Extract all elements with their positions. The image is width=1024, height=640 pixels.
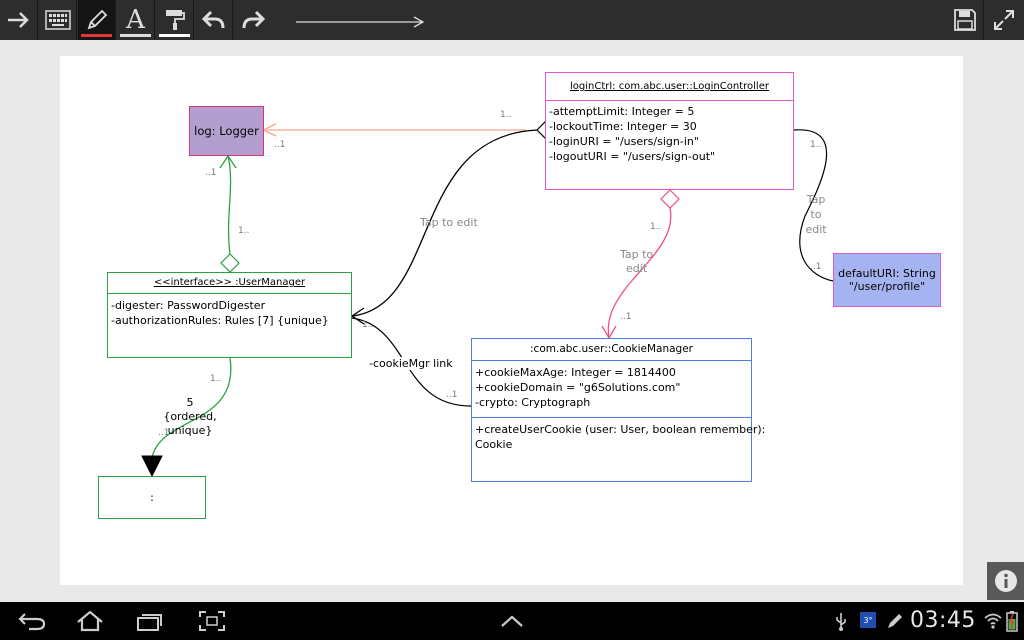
- operation-row: Cookie: [475, 438, 513, 451]
- forward-arrow-icon[interactable]: [0, 0, 38, 40]
- multiplicity-line: unique}: [167, 424, 213, 437]
- attribute-row: -attemptLimit: Integer = 5: [549, 105, 695, 118]
- canvas-area[interactable]: log: Logger loginCtrl: com.abc.user::Log…: [0, 40, 1024, 602]
- save-icon[interactable]: [946, 0, 984, 40]
- attribute-row: -loginURI = "/users/sign-in": [549, 135, 699, 148]
- attribute-row: +cookieMaxAge: Integer = 1814400: [475, 366, 676, 379]
- tap-to-edit-label[interactable]: Tap to edit: [620, 248, 653, 276]
- default-uri-value: "/user/profile": [848, 280, 926, 293]
- multiplicity-line: {ordered,: [163, 410, 217, 423]
- undo-icon[interactable]: [195, 0, 233, 40]
- attribute-row: -crypto: Cryptograph: [475, 396, 591, 409]
- multiplicity-marker: 1..: [810, 140, 822, 150]
- multiplicity-marker: 1..: [362, 320, 374, 330]
- wifi-icon: [984, 602, 1002, 640]
- attribute-row: -authorizationRules: Rules [7] {unique}: [111, 314, 329, 327]
- operation-row: +createUserCookie (user: User, boolean r…: [475, 423, 766, 436]
- attribute-row: -lockoutTime: Integer = 30: [549, 120, 697, 133]
- line-style-selector[interactable]: [294, 14, 430, 28]
- attribute-row: -logoutURI = "/users/sign-out": [549, 150, 716, 163]
- battery-icon: [1003, 602, 1021, 640]
- pencil-color-underline: [81, 34, 112, 37]
- pencil-icon[interactable]: [78, 0, 116, 40]
- attribute-row: +cookieDomain = "g6Solutions.com": [475, 381, 681, 394]
- cookie-manager-title: :com.abc.user::CookieManager: [472, 339, 751, 361]
- default-uri-box[interactable]: defaultURI: String "/user/profile": [833, 253, 941, 307]
- logger-association-line[interactable]: [261, 123, 526, 137]
- multiplicity-marker: ..1: [810, 262, 822, 272]
- system-navigation-bar: 03:45: [0, 602, 1024, 640]
- logger-usermanager-line[interactable]: [219, 154, 240, 273]
- temperature-badge: 3°: [860, 612, 876, 628]
- tap-to-edit-line: Tap: [806, 193, 826, 206]
- multiplicity-marker: ..1: [620, 312, 632, 322]
- multiplicity-marker: ..1: [274, 140, 286, 150]
- tap-to-edit-line: to: [810, 208, 822, 221]
- redo-icon[interactable]: [234, 0, 272, 40]
- multiplicity-marker: 1..: [238, 226, 250, 236]
- paint-roller-icon[interactable]: [156, 0, 194, 40]
- text-tool-icon[interactable]: A: [117, 0, 155, 40]
- pen-notification-icon: [884, 602, 906, 640]
- default-uri-label: defaultURI: String: [838, 267, 936, 280]
- chevron-up-icon[interactable]: [496, 602, 528, 640]
- info-icon[interactable]: [987, 562, 1024, 600]
- tap-to-edit-label[interactable]: Tap to edit: [804, 192, 828, 237]
- diagram-paper[interactable]: log: Logger loginCtrl: com.abc.user::Log…: [60, 56, 963, 585]
- home-icon[interactable]: [72, 602, 108, 640]
- fill-color-underline: [159, 34, 190, 37]
- multiplicity-marker: ..1: [446, 390, 458, 400]
- multiplicity-marker: ..1: [205, 168, 217, 178]
- anon-box-association-line[interactable]: [141, 357, 232, 478]
- tap-to-edit-label[interactable]: Tap to edit: [420, 216, 478, 229]
- user-manager-title: <<interface>> :UserManager: [108, 273, 351, 294]
- anonymous-object-label: :: [150, 491, 154, 504]
- back-icon[interactable]: [14, 602, 50, 640]
- anonymous-object-box[interactable]: :: [98, 476, 206, 519]
- tap-to-edit-line: Tap to: [620, 248, 654, 261]
- text-color-underline: [120, 34, 151, 37]
- multiplicity-marker: ..1: [158, 428, 170, 438]
- multiplicity-marker: 1..: [650, 222, 662, 232]
- cookiemanager-composition-line[interactable]: [601, 189, 680, 340]
- usb-icon: [830, 602, 852, 640]
- screenshot-icon[interactable]: [194, 602, 230, 640]
- multiplicity-line: 5: [186, 396, 194, 409]
- multiplicity-label[interactable]: 5 {ordered, unique}: [160, 396, 220, 438]
- keyboard-icon[interactable]: [39, 0, 77, 40]
- user-manager-box[interactable]: <<interface>> :UserManager -digester: Pa…: [107, 272, 352, 358]
- multiplicity-marker: 1..: [500, 110, 512, 120]
- login-controller-box[interactable]: loginCtrl: com.abc.user::LoginController…: [545, 72, 794, 190]
- logger-label: log: Logger: [194, 124, 259, 138]
- cookie-manager-box[interactable]: :com.abc.user::CookieManager +cookieMaxA…: [471, 338, 766, 482]
- clock: 03:45: [910, 608, 976, 633]
- attribute-row: -digester: PasswordDigester: [111, 299, 266, 312]
- multiplicity-marker: 1..: [210, 374, 222, 384]
- tap-to-edit-line: edit: [626, 262, 648, 275]
- connectors-layer: [141, 120, 834, 478]
- top-toolbar: A: [0, 0, 1024, 40]
- text-tool-glyph: A: [126, 5, 145, 35]
- logger-object-box[interactable]: log: Logger: [189, 106, 264, 156]
- tap-to-edit-line: edit: [805, 223, 827, 236]
- login-controller-title: loginCtrl: com.abc.user::LoginController: [546, 73, 793, 101]
- recent-apps-icon[interactable]: [132, 602, 168, 640]
- cookie-link-label[interactable]: -cookieMgr link: [369, 357, 453, 370]
- defaulturi-link-line[interactable]: [793, 129, 834, 282]
- fullscreen-icon[interactable]: [985, 0, 1023, 40]
